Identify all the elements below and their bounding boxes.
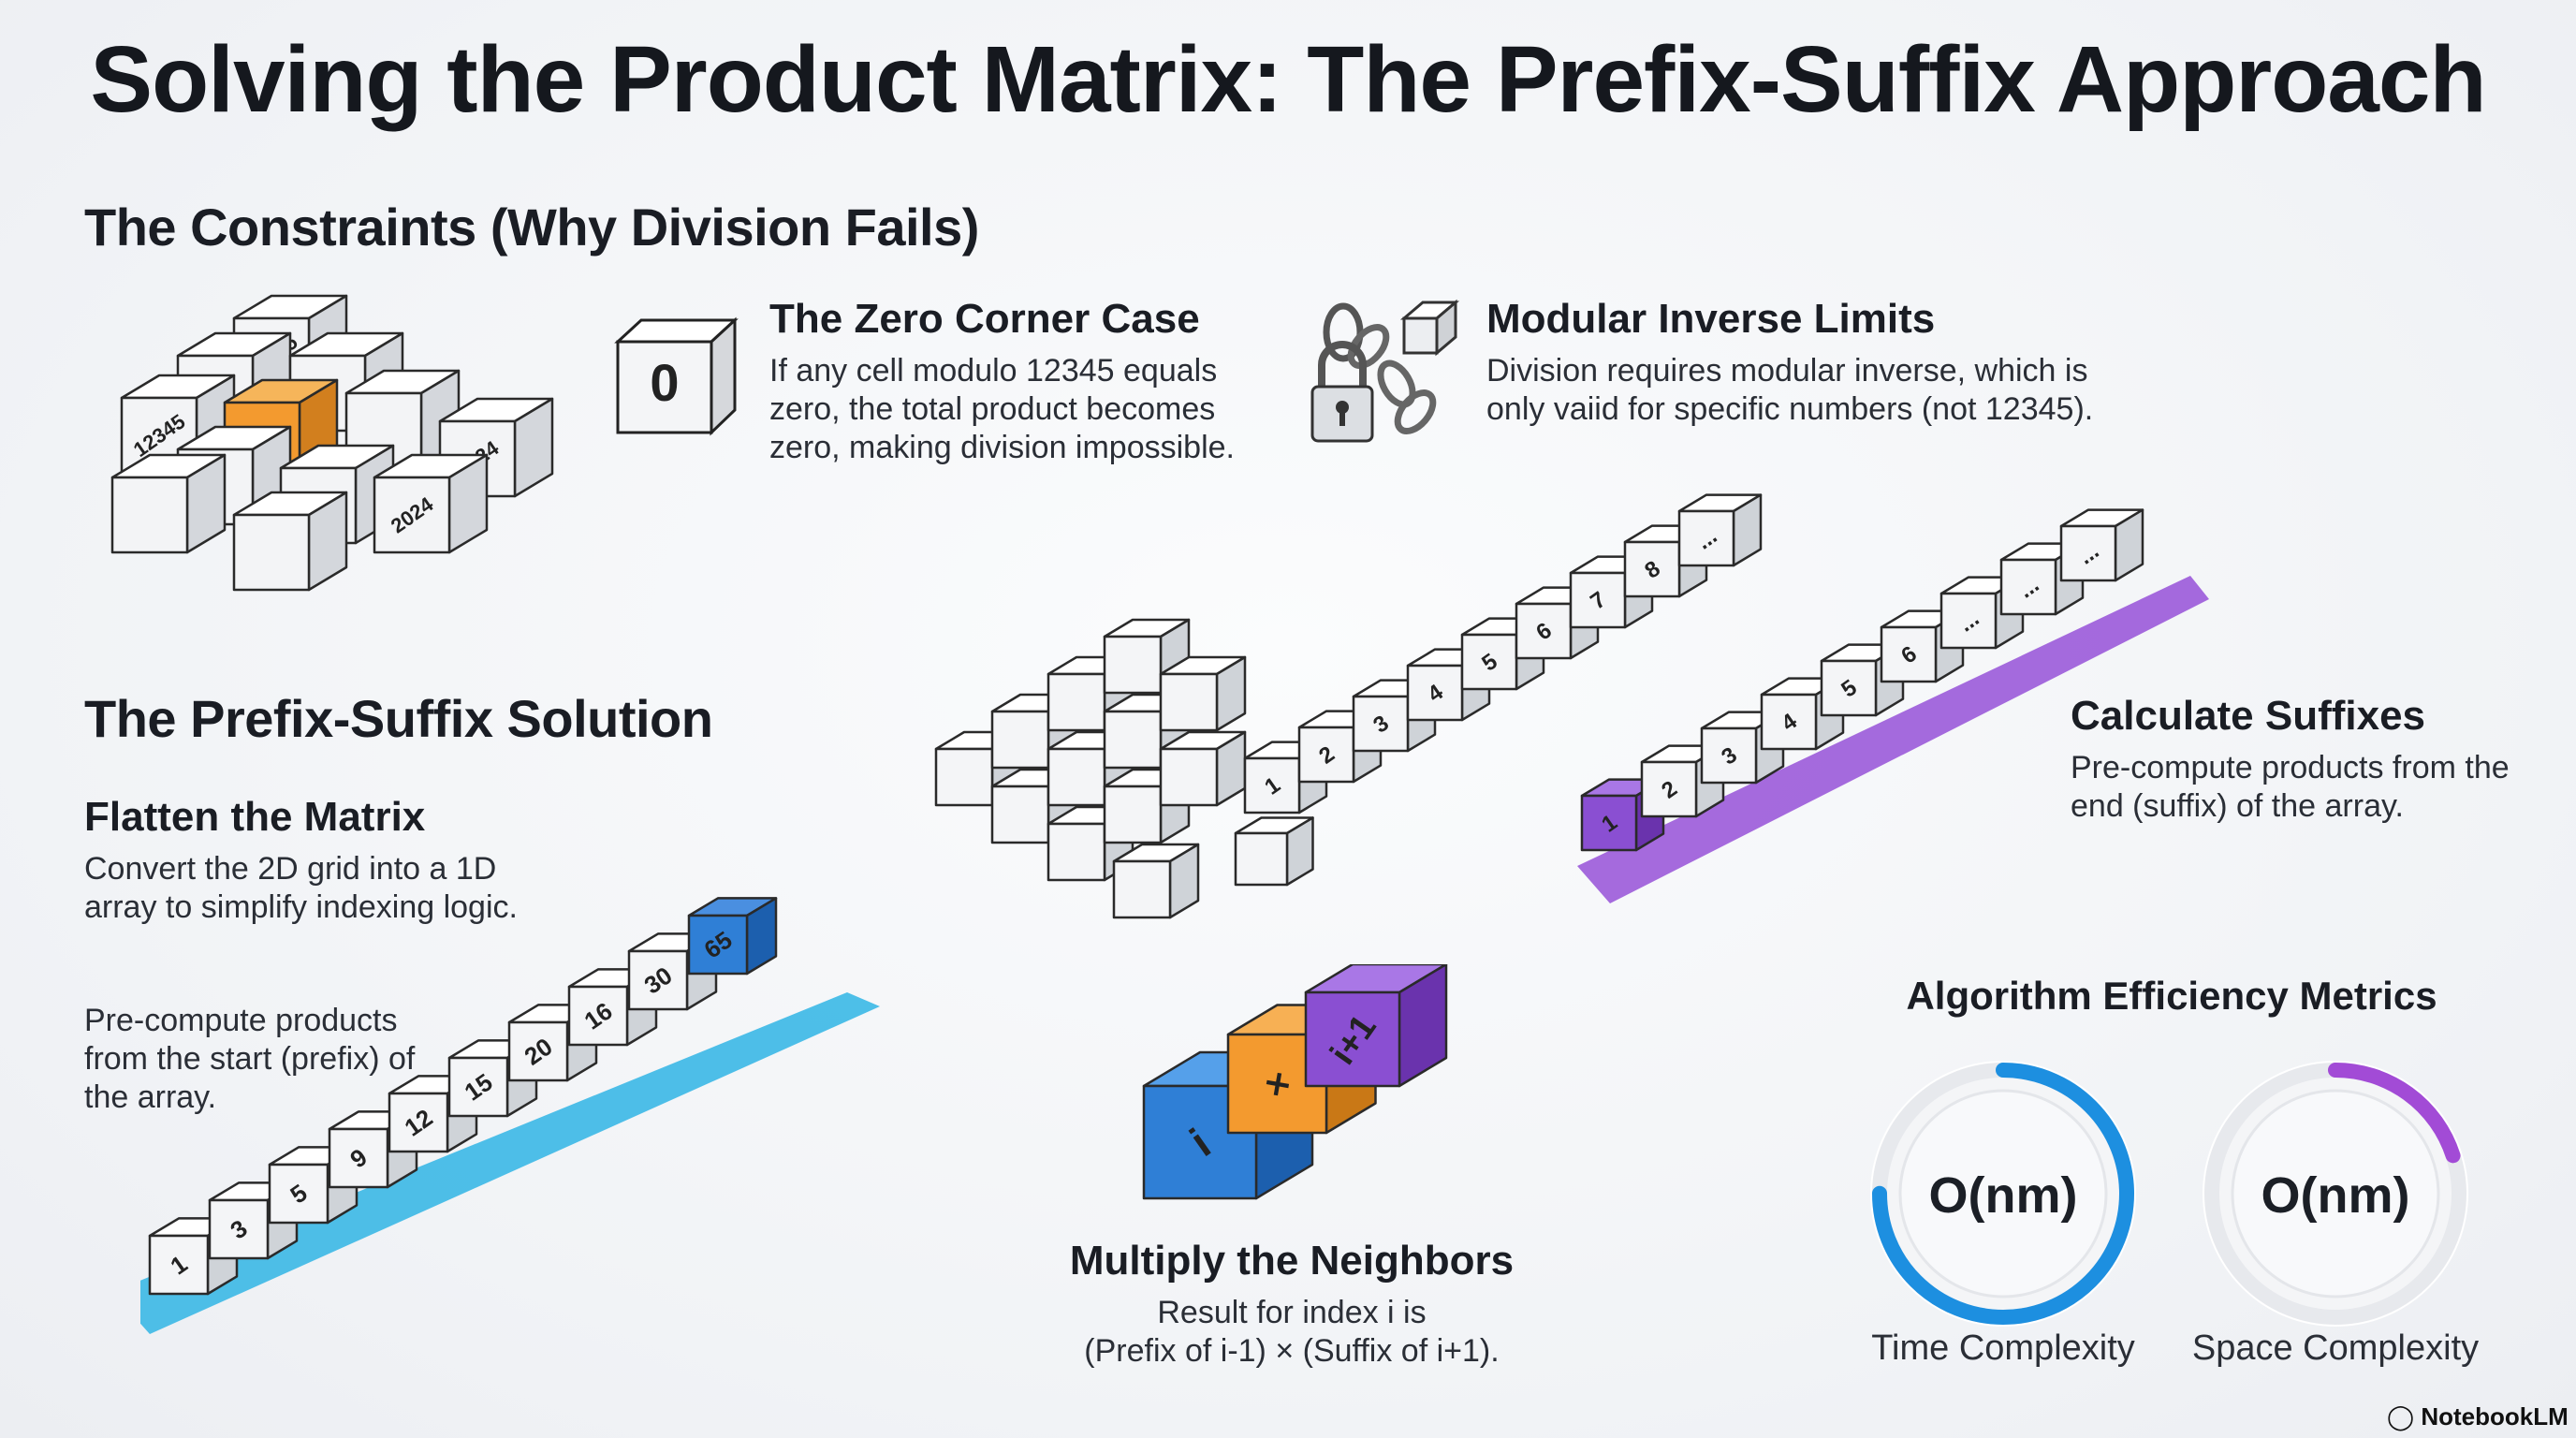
broken-grid-illustration: 1234512345020242024: [110, 294, 554, 592]
padlock-chain-icon: [1310, 299, 1460, 443]
neighbor-cubes-illustration: i×i+1: [1142, 964, 1448, 1200]
grid-cube: [232, 491, 348, 592]
neighbor-cube-i-plus-1: i+1: [1304, 964, 1448, 1088]
prefix-body: Pre-compute products from the start (pre…: [84, 1003, 416, 1115]
constraints-heading: The Constraints (Why Division Fails): [84, 198, 979, 257]
time-complexity-gauge: O(nm): [1870, 1061, 2136, 1327]
grid-cube: [110, 453, 227, 554]
time-complexity-label: Time Complexity: [1871, 1328, 2135, 1368]
neighbors-body-line1: Result for index i is: [1157, 1295, 1427, 1330]
prefix-cube: 65: [687, 897, 778, 976]
grid-cube: 2024: [373, 453, 489, 554]
flatten-grid-cube: [1112, 843, 1200, 919]
suffix-body: Pre-compute products from the end (suffi…: [2071, 750, 2510, 824]
neighbors-heading: Multiply the Neighbors: [1069, 1238, 1515, 1284]
suffix-heading: Calculate Suffixes: [2071, 693, 2426, 739]
flatten-array-illustration: 12345678...: [934, 493, 1763, 919]
space-complexity-value: O(nm): [2261, 1167, 2410, 1224]
space-complexity-gauge: O(nm): [2203, 1061, 2468, 1327]
modular-inverse-body: Division requires modular inverse, which…: [1486, 353, 2094, 427]
zero-cube-icon: 0: [614, 316, 739, 436]
metrics-heading: Algorithm Efficiency Metrics: [1906, 974, 2437, 1018]
flatten-cube: ...: [1677, 493, 1763, 567]
flatten-heading: Flatten the Matrix: [84, 794, 426, 840]
zero-case-body: If any cell modulo 12345 equals zero, th…: [769, 353, 1235, 465]
flatten-grid-cube: [1234, 816, 1314, 887]
time-complexity-value: O(nm): [1929, 1167, 2078, 1224]
neighbors-body-line2: (Prefix of i-1) × (Suffix of i+1).: [1084, 1333, 1500, 1369]
space-complexity-label: Space Complexity: [2191, 1328, 2480, 1368]
credit-text: NotebookLM: [2421, 1402, 2569, 1431]
suffix-array-illustration: 123456.........: [1577, 508, 2209, 903]
credit: ◯ NotebookLM: [2387, 1402, 2569, 1431]
flatten-grid-cube: [1159, 730, 1247, 807]
modular-inverse-heading: Modular Inverse Limits: [1486, 296, 1936, 342]
suffix-cube: ...: [2059, 508, 2144, 582]
zero-case-heading: The Zero Corner Case: [769, 296, 1200, 342]
zero-cube-label: 0: [650, 353, 679, 412]
flatten-grid-cube: [1159, 655, 1247, 732]
flatten-body: Convert the 2D grid into a 1D array to s…: [84, 851, 518, 925]
page-title: Solving the Product Matrix: The Prefix-S…: [90, 27, 2486, 132]
notebooklm-logo-icon: ◯: [2387, 1402, 2415, 1431]
solution-heading: The Prefix-Suffix Solution: [84, 689, 713, 748]
flatten-cube: 5: [1460, 617, 1545, 691]
